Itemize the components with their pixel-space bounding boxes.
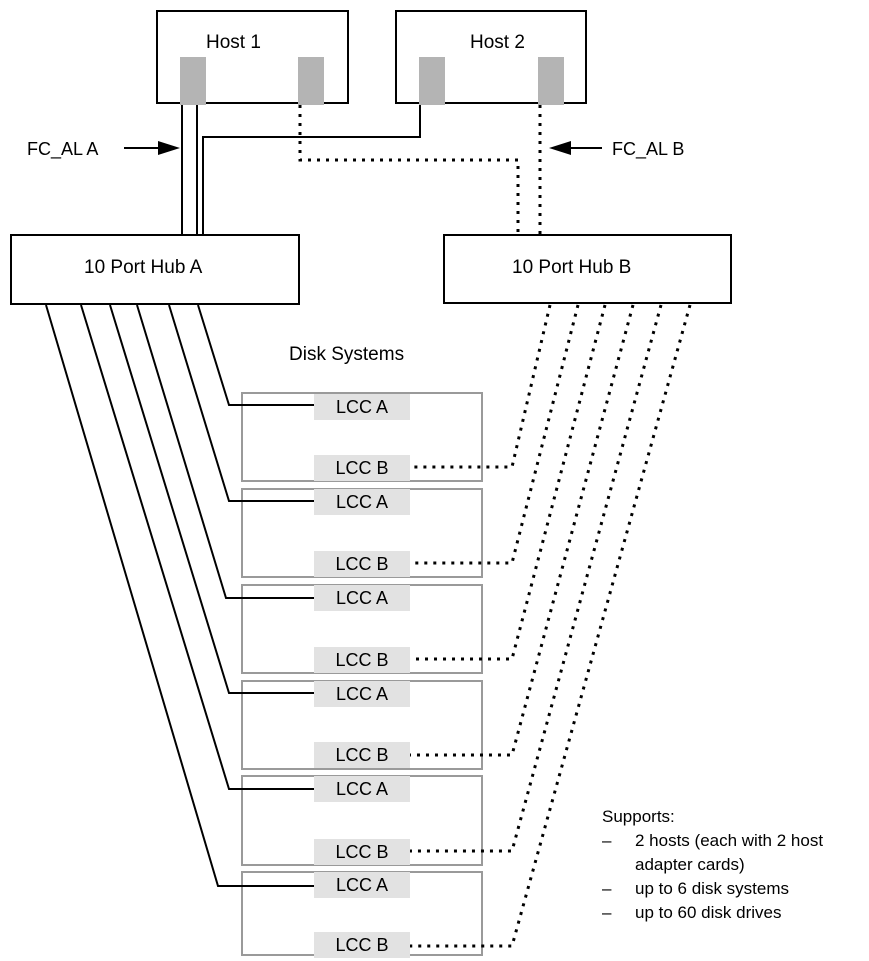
lcc-b-2: LCC B [314,551,410,577]
cable-hub-a-lcc-a-6 [45,304,314,887]
lcc-b-4: LCC B [314,742,410,768]
host-2-adapter-b [538,57,564,105]
hub-b-label: 10 Port Hub B [512,257,632,278]
lcc-a-1: LCC A [314,394,410,420]
supports-item-2: – up to 6 disk systems [602,879,790,898]
fc-al-b-label: FC_AL B [612,139,685,159]
fc-al-a-label: FC_AL A [27,139,99,159]
cable-hub-b-lcc-b-5 [410,304,663,853]
lcc-a-2: LCC A [314,489,410,515]
host-2-label: Host 2 [470,32,525,53]
cable-hub-a-lcc-a-2 [168,304,314,502]
cable-hub-b-lcc-b-3 [410,304,607,661]
host-1-adapter-a [180,57,206,105]
fc-al-b-arrowhead [549,141,571,155]
cable-hub-a-lcc-a-4 [109,304,314,694]
supports-item-3: – up to 60 disk drives [602,903,782,922]
cable-hub-b-lcc-b-4 [410,304,635,757]
supports-item-1: – 2 hosts (each with 2 host adapter card… [602,831,824,874]
hub-b-box [443,234,732,304]
cable-host2-hub-a [202,105,421,235]
cable-hub-b-lcc-b-1 [410,304,552,469]
fc-al-a-arrowhead [158,141,180,155]
hub-a-label: 10 Port Hub A [84,257,203,278]
supports-notes: Supports: – 2 hosts (each with 2 host ad… [602,805,869,925]
cable-host1-hub-b [298,105,520,235]
host-1-adapter-b [298,57,324,105]
lcc-a-6: LCC A [314,872,410,898]
host-2-adapter-a [419,57,445,105]
lcc-a-3: LCC A [314,585,410,611]
lcc-b-3: LCC B [314,647,410,673]
supports-title: Supports: [602,807,675,826]
cable-hub-b-lcc-b-2 [410,304,580,565]
hub-a-box [10,234,300,305]
disk-systems-title: Disk Systems [289,344,405,365]
cable-hub-a-lcc-a-1 [197,304,314,406]
lcc-a-5: LCC A [314,776,410,802]
disk-system-1 [241,392,483,482]
lcc-b-1: LCC B [314,455,410,481]
cable-hub-a-lcc-a-3 [136,304,314,599]
lcc-b-5: LCC B [314,839,410,865]
cable-hub-a-lcc-a-5 [80,304,314,790]
host-1-label: Host 1 [206,32,261,53]
lcc-b-6: LCC B [314,932,410,958]
lcc-a-4: LCC A [314,681,410,707]
